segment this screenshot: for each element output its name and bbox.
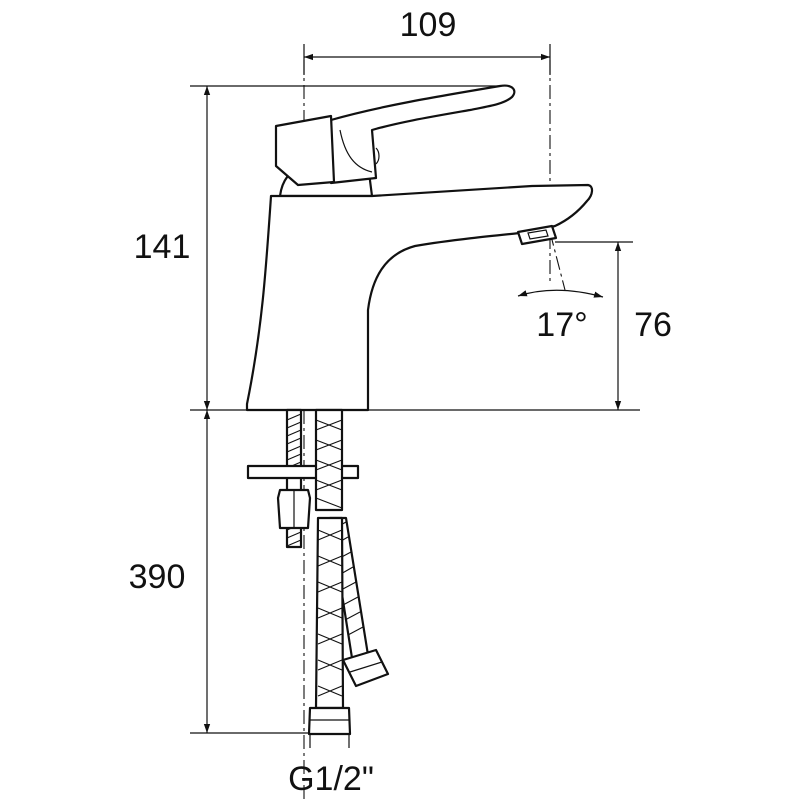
mounting-stud [246, 408, 360, 549]
dim-label-141: 141 [134, 228, 191, 266]
dim-label-390: 390 [129, 558, 186, 596]
faucet-handle [329, 84, 516, 185]
faucet-handle-cap [274, 114, 336, 187]
supply-hose-left [307, 408, 352, 736]
faucet-spout [245, 183, 594, 412]
hose-nut-left [307, 706, 352, 736]
dimension-top-width: 109 [303, 6, 551, 75]
dimension-thread: G1/2" [288, 735, 374, 798]
hose-nut-right [341, 648, 390, 688]
dimension-spout-angle: 17° [517, 289, 604, 344]
dim-label-109: 109 [400, 6, 457, 44]
dim-label-17deg: 17° [536, 306, 587, 344]
dim-label-76: 76 [634, 306, 672, 344]
dim-label-thread: G1/2" [288, 760, 374, 798]
dimension-spout-height: 76 [555, 241, 672, 410]
faucet-body [245, 84, 594, 412]
center-lines [303, 60, 566, 800]
dimension-hose-length: 390 [129, 410, 315, 734]
